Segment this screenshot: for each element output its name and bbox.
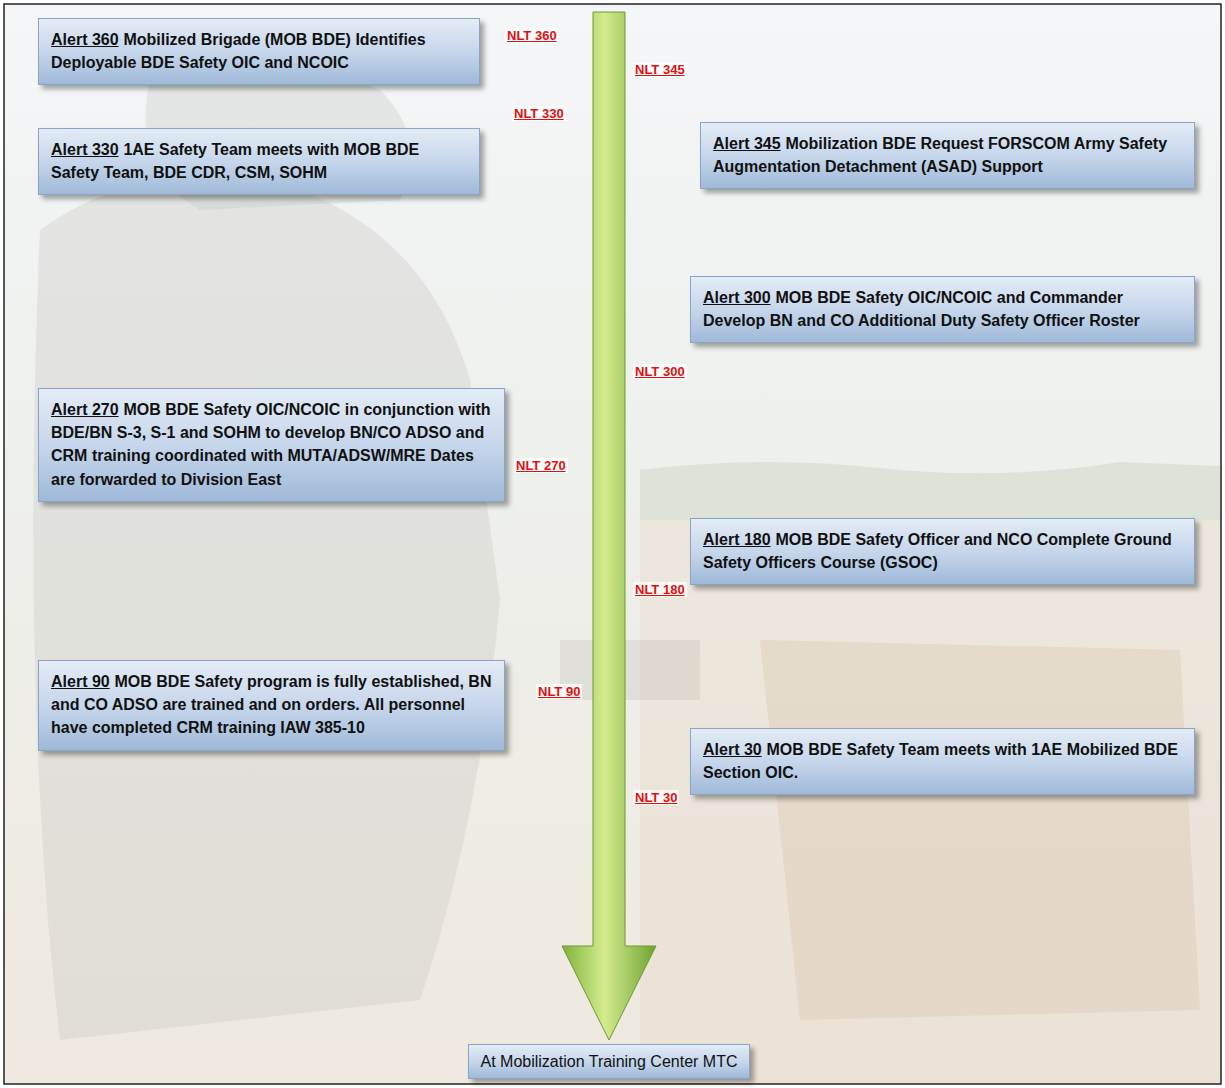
deadline-label: NLT 90 [536, 684, 582, 699]
milestone-box: Alert 270MOB BDE Safety OIC/NCOIC in con… [38, 388, 505, 502]
deadline-label: NLT 345 [633, 62, 687, 77]
alert-heading: Alert 300 [703, 289, 771, 306]
alert-heading: Alert 345 [713, 135, 781, 152]
box-text: Alert 180MOB BDE Safety Officer and NCO … [703, 528, 1182, 574]
milestone-box: Alert 90MOB BDE Safety program is fully … [38, 660, 505, 751]
milestone-box: Alert 30MOB BDE Safety Team meets with 1… [690, 728, 1195, 795]
box-text: Alert 3301AE Safety Team meets with MOB … [51, 138, 467, 184]
box-text: Alert 30MOB BDE Safety Team meets with 1… [703, 738, 1182, 784]
box-text: Alert 270MOB BDE Safety OIC/NCOIC in con… [51, 398, 492, 491]
alert-heading: Alert 180 [703, 531, 771, 548]
milestone-text: MOB BDE Safety program is fully establis… [51, 673, 491, 736]
milestone-box: Alert 345Mobilization BDE Request FORSCO… [700, 122, 1195, 189]
milestone-box: Alert 300MOB BDE Safety OIC/NCOIC and Co… [690, 276, 1195, 343]
sand-field [640, 520, 1220, 1084]
deadline-label: NLT 360 [505, 28, 559, 43]
alert-heading: Alert 90 [51, 673, 110, 690]
photo-ground [4, 4, 1221, 1084]
box-text: Alert 345Mobilization BDE Request FORSCO… [713, 132, 1182, 178]
deadline-label: NLT 330 [512, 106, 566, 121]
deadline-label: NLT 270 [514, 458, 568, 473]
milestone-box: Alert 180MOB BDE Safety Officer and NCO … [690, 518, 1195, 585]
page-border [4, 4, 1221, 1084]
deadline-label: NLT 180 [633, 582, 687, 597]
milestone-box: Alert 360Mobilized Brigade (MOB BDE) Ide… [38, 18, 480, 85]
milestone-text: MOB BDE Safety Team meets with 1AE Mobil… [703, 741, 1178, 781]
deadline-label: NLT 300 [633, 364, 687, 379]
alert-heading: Alert 30 [703, 741, 762, 758]
alert-heading: Alert 360 [51, 31, 119, 48]
destination-box: At Mobilization Training Center MTC [468, 1044, 751, 1079]
deadline-label: NLT 30 [633, 790, 679, 805]
timeline-arrow [562, 12, 656, 1040]
box-text: At Mobilization Training Center MTC [481, 1050, 738, 1073]
tree-line [640, 462, 1220, 520]
milestone-text: At Mobilization Training Center MTC [481, 1053, 738, 1070]
box-text: Alert 300MOB BDE Safety OIC/NCOIC and Co… [703, 286, 1182, 332]
alert-heading: Alert 270 [51, 401, 119, 418]
alert-heading: Alert 330 [51, 141, 119, 158]
milestone-text: Mobilization BDE Request FORSCOM Army Sa… [713, 135, 1167, 175]
box-text: Alert 90MOB BDE Safety program is fully … [51, 670, 492, 740]
vehicle-shape [760, 640, 1200, 1020]
milestone-text: MOB BDE Safety Officer and NCO Complete … [703, 531, 1172, 571]
soldier-silhouette [33, 177, 500, 1040]
box-text: Alert 360Mobilized Brigade (MOB BDE) Ide… [51, 28, 467, 74]
milestone-box: Alert 3301AE Safety Team meets with MOB … [38, 128, 480, 195]
